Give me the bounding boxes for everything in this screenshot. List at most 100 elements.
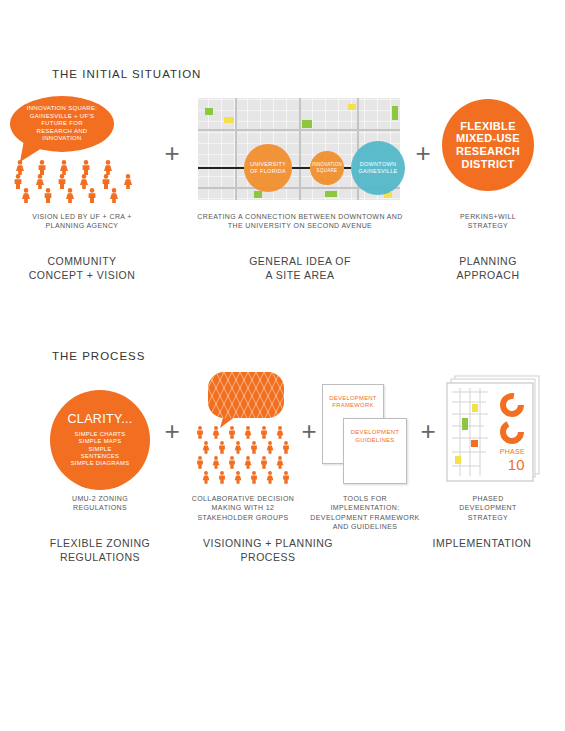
node-box: DOWNTOWN GAINESVILLE [351, 141, 405, 195]
node-content: CLARITY...SIMPLE CHARTS SIMPLE MAPS SIMP… [50, 390, 150, 490]
node-content: DEVELOPMENT GUIDELINES [344, 419, 406, 483]
node-text: PHASE [500, 448, 525, 457]
person-head [104, 174, 109, 179]
person-body [213, 430, 220, 438]
node-text: SIMPLE CHARTS SIMPLE MAPS SIMPLE SENTENC… [69, 431, 131, 467]
person-body [104, 165, 112, 175]
iso-line [280, 372, 284, 418]
person-body [213, 460, 220, 468]
person-head [38, 174, 43, 179]
person-body [277, 430, 284, 438]
node-text: 10 [508, 456, 525, 475]
plus-sign: + [161, 418, 183, 444]
person-body [66, 193, 74, 203]
person-body [39, 165, 46, 175]
circle-shape [442, 99, 534, 191]
sheet-park [462, 418, 468, 430]
sheet-front [447, 383, 533, 481]
map-lot [348, 104, 356, 110]
sheet-map [452, 388, 488, 476]
plus-sign: + [418, 418, 438, 444]
iso-line [280, 372, 284, 418]
person-head [262, 426, 266, 430]
sheet-lot [455, 456, 461, 464]
map-park [392, 106, 398, 120]
node-text: DEVELOPMENT FRAMEWORK [329, 395, 377, 410]
phase-sheets [447, 376, 539, 481]
person-head [252, 471, 256, 475]
person-head [236, 471, 240, 475]
person-body [16, 165, 24, 175]
node-box: FLEXIBLE MIXED-USE RESEARCH DISTRICT [442, 99, 534, 191]
node-box: UNIVERSITY OF FLORIDA [244, 144, 292, 192]
node-box: INNOVATION SQUARE: GAINESVILLE + UF'S FU… [10, 96, 114, 152]
person-body [89, 193, 96, 203]
person-head [284, 441, 288, 445]
connector [292, 168, 310, 169]
node-box: PHASE10 [447, 383, 533, 481]
person-head [220, 471, 224, 475]
person-body [203, 475, 210, 483]
person-body [251, 475, 257, 483]
person-head [284, 471, 288, 475]
section-heading: THE PROCESS [52, 349, 352, 365]
person-body [219, 445, 225, 453]
person-head [262, 456, 266, 460]
person-head [204, 441, 208, 445]
section-heading: THE INITIAL SITUATION [52, 67, 352, 83]
person-body [235, 475, 242, 483]
iso-line [272, 372, 284, 418]
node-text: INNOVATION SQUARE: GAINESVILLE + UF'S FU… [24, 105, 100, 143]
person-body [59, 179, 66, 189]
node-content: INNOVATION SQUARE: GAINESVILLE + UF'S FU… [10, 96, 114, 152]
person-body [197, 460, 203, 468]
person-head [268, 471, 272, 475]
people-group [197, 426, 289, 484]
caption-text: UMU-2 ZONING REGULATIONS [55, 494, 145, 513]
node-content: INNOVATION SQUARE [310, 151, 344, 185]
caption-text: PHASED DEVELOPMENT STRATEGY [444, 494, 532, 522]
person-head [214, 456, 218, 460]
person-body [229, 430, 235, 438]
circle-shape [310, 151, 344, 185]
plus-sign: + [161, 140, 183, 166]
node-content: UNIVERSITY OF FLORIDA [244, 144, 292, 192]
caption-text: VISIONING + PLANNING PROCESS [198, 536, 338, 564]
caption-text: TOOLS FOR IMPLEMENTATION: DEVELOPMENT FR… [310, 494, 420, 532]
node-text: UNIVERSITY OF FLORIDA [250, 161, 286, 175]
person-body [36, 179, 44, 189]
node-box: CLARITY...SIMPLE CHARTS SIMPLE MAPS SIMP… [50, 390, 150, 490]
node-text: DEVELOPMENT GUIDELINES [350, 429, 400, 444]
isometric-blocks [208, 372, 284, 418]
person-body [229, 460, 235, 468]
map-park [254, 191, 262, 198]
node-text: DOWNTOWN GAINESVILLE [358, 161, 398, 175]
person-head [236, 441, 240, 445]
person-body [261, 460, 267, 468]
iso-line [208, 372, 216, 418]
person-head [68, 188, 73, 193]
caption-text: VISION LED BY UF + CRA + PLANNING AGENCY [30, 212, 134, 231]
caption-text: IMPLEMENTATION [427, 536, 537, 550]
caption-text: PLANNING APPROACH [443, 254, 533, 282]
node-text: INNOVATION SQUARE [312, 162, 342, 173]
person-body [219, 475, 225, 483]
plus-sign: + [412, 140, 434, 166]
person-head [246, 426, 250, 430]
caption-text: PERKINS+WILL STRATEGY [443, 212, 533, 231]
person-body [235, 445, 242, 453]
connector-line [344, 167, 351, 169]
person-head [126, 174, 131, 179]
person-head [268, 441, 272, 445]
person-body [245, 430, 252, 438]
person-body [267, 445, 274, 453]
bubble-tail [20, 140, 42, 162]
person-head [230, 426, 234, 430]
person-body [83, 165, 90, 175]
node-box: INNOVATION SQUARE [310, 151, 344, 185]
donut-chart [503, 423, 521, 441]
circle-shape [351, 141, 405, 195]
person-body [245, 460, 252, 468]
person-head [246, 456, 250, 460]
